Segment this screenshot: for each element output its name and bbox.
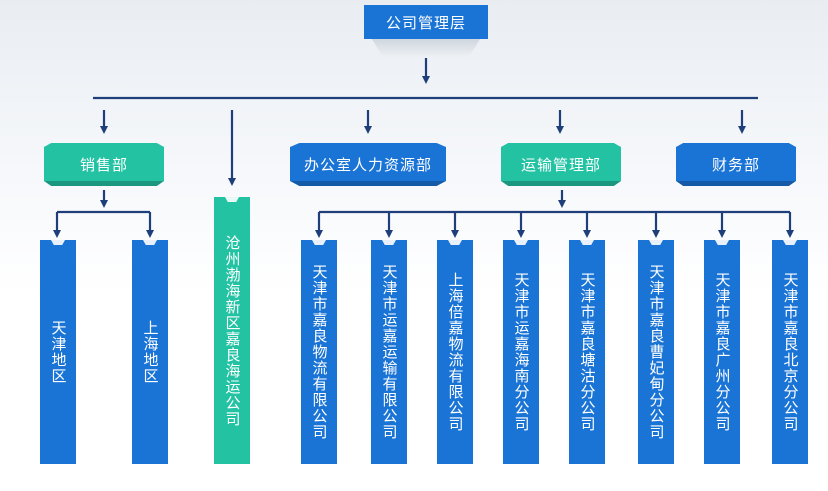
- top-node-base: [372, 39, 480, 57]
- dept-office-hr-node: 办公室人力资源部: [290, 147, 446, 181]
- dept-sales-node: 销售部: [44, 147, 164, 181]
- transport-company-label: 天津市嘉良北京分公司: [781, 272, 800, 432]
- transport-company-node: 天津市嘉良塘沽分公司: [569, 240, 605, 464]
- sales-branch-tianjin: 天津地区: [40, 240, 76, 464]
- transport-company-label: 天津市运嘉运输有限公司: [380, 264, 399, 440]
- sales-branch-label: 上海地区: [141, 320, 160, 384]
- top-management-node: 公司管理层: [364, 5, 488, 39]
- sales-branch-shanghai: 上海地区: [132, 240, 168, 464]
- transport-company-label: 天津市运嘉海南分公司: [512, 272, 531, 432]
- transport-company-node: 天津市嘉良曹妃甸分公司: [638, 240, 674, 464]
- transport-company-node: 天津市嘉良物流有限公司: [301, 240, 337, 464]
- dept-transport-node: 运输管理部: [501, 147, 621, 181]
- dept-finance-node: 财务部: [676, 147, 796, 181]
- cangzhou-company-node: 沧州渤海新区嘉良海运公司: [214, 197, 250, 464]
- sales-branch-label: 天津地区: [49, 320, 68, 384]
- cangzhou-company-label: 沧州渤海新区嘉良海运公司: [223, 234, 242, 427]
- transport-company-node: 天津市嘉良广州分公司: [704, 240, 740, 464]
- transport-company-label: 上海倍嘉物流有限公司: [446, 272, 465, 432]
- transport-company-label: 天津市嘉良物流有限公司: [310, 264, 329, 440]
- transport-company-label: 天津市嘉良广州分公司: [713, 272, 732, 432]
- transport-company-node: 天津市嘉良北京分公司: [772, 240, 808, 464]
- transport-company-label: 天津市嘉良塘沽分公司: [578, 272, 597, 432]
- transport-company-node: 天津市运嘉运输有限公司: [371, 240, 407, 464]
- transport-company-node: 天津市运嘉海南分公司: [503, 240, 539, 464]
- transport-company-node: 上海倍嘉物流有限公司: [437, 240, 473, 464]
- transport-company-label: 天津市嘉良曹妃甸分公司: [647, 264, 666, 440]
